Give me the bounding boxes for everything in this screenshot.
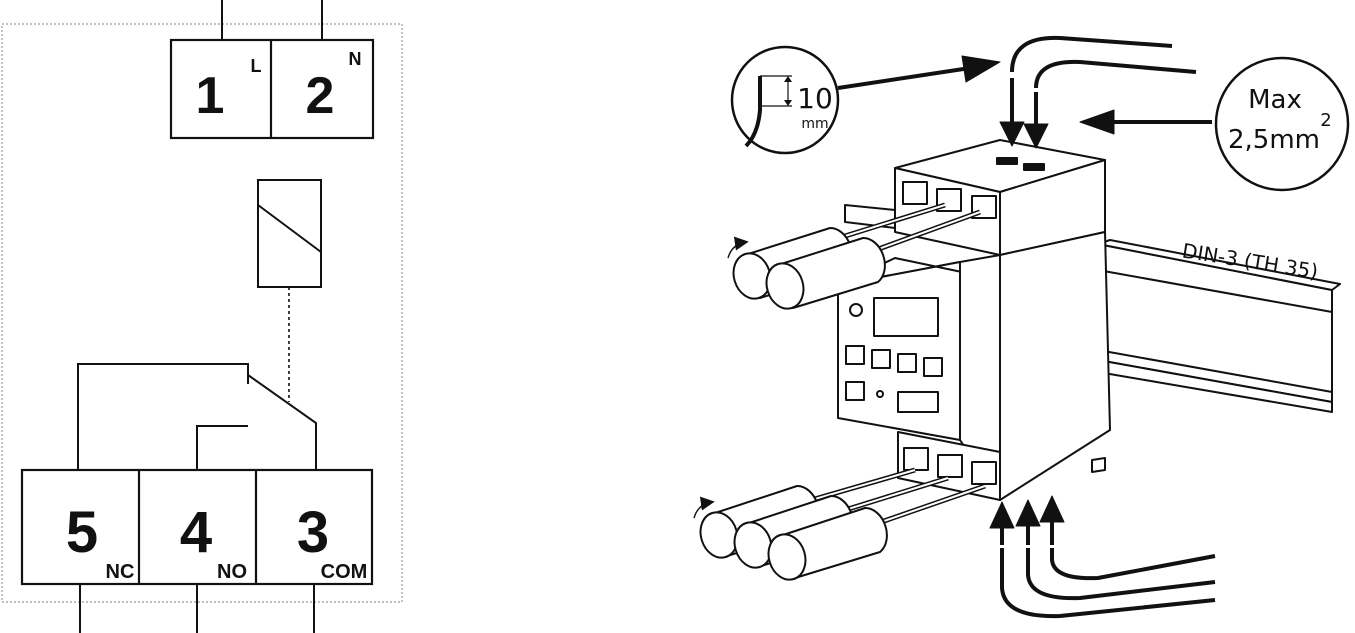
switch-blade xyxy=(247,374,317,470)
coil-diagonal xyxy=(257,204,322,253)
device-bottom-foot xyxy=(1091,457,1106,473)
wiring-diagram xyxy=(1,0,403,633)
wire-section-pointer xyxy=(1079,109,1212,135)
wire-section-max: Max xyxy=(1248,85,1302,115)
wire-entry-slot-1 xyxy=(996,157,1018,165)
terminal-4-label: NO xyxy=(217,561,247,583)
terminal-5-number: 5 xyxy=(66,500,98,565)
stripped-wire-detail xyxy=(744,76,762,148)
status-led xyxy=(849,303,863,317)
top-wires xyxy=(1010,35,1197,89)
terminal-4-number: 4 xyxy=(180,500,212,565)
strip-length-unit: mm xyxy=(801,116,828,132)
wire-section-superscript: 2 xyxy=(1320,110,1331,131)
relay-coil xyxy=(257,179,322,288)
front-button-4 xyxy=(923,357,943,377)
nc-wire xyxy=(77,363,249,470)
front-button-3 xyxy=(897,353,917,373)
top-terminal-hole-1 xyxy=(902,181,928,205)
front-button-1 xyxy=(845,345,865,365)
terminal-1-label: L xyxy=(251,56,262,76)
top-wire-arrows xyxy=(999,78,1049,149)
terminal-3-label: COM xyxy=(321,561,368,583)
terminal-5-label: NC xyxy=(106,561,135,583)
strip-length-value: 10 xyxy=(797,82,833,115)
terminal-3-number: 3 xyxy=(297,500,329,565)
terminal-2-number: 2 xyxy=(306,67,335,125)
strip-length-pointer xyxy=(837,55,1001,90)
bottom-terminal-hole-3 xyxy=(971,461,997,485)
front-slide-switch xyxy=(897,391,939,413)
lcd-display xyxy=(873,297,939,337)
wire-section-value: 2,5mm xyxy=(1228,125,1320,155)
bottom-terminal-hole-2 xyxy=(937,454,963,478)
top-screwdrivers xyxy=(727,202,981,310)
front-button-5 xyxy=(845,381,865,401)
terminal-2-label: N xyxy=(349,49,362,69)
bottom-screwdrivers xyxy=(693,467,986,581)
front-button-2 xyxy=(871,349,891,369)
wire-section-detail xyxy=(1214,56,1350,192)
bottom-wire-arrows xyxy=(989,495,1065,545)
front-indicator xyxy=(876,390,884,398)
bottom-terminal-hole-1 xyxy=(903,447,929,471)
device-outline xyxy=(1,23,403,603)
din-rail xyxy=(1097,239,1341,413)
bottom-wires xyxy=(1000,548,1216,619)
terminal-1-number: 1 xyxy=(196,67,225,125)
wire-entry-slot-2 xyxy=(1023,163,1045,171)
installation-drawing xyxy=(693,35,1350,619)
no-wire xyxy=(196,425,248,470)
